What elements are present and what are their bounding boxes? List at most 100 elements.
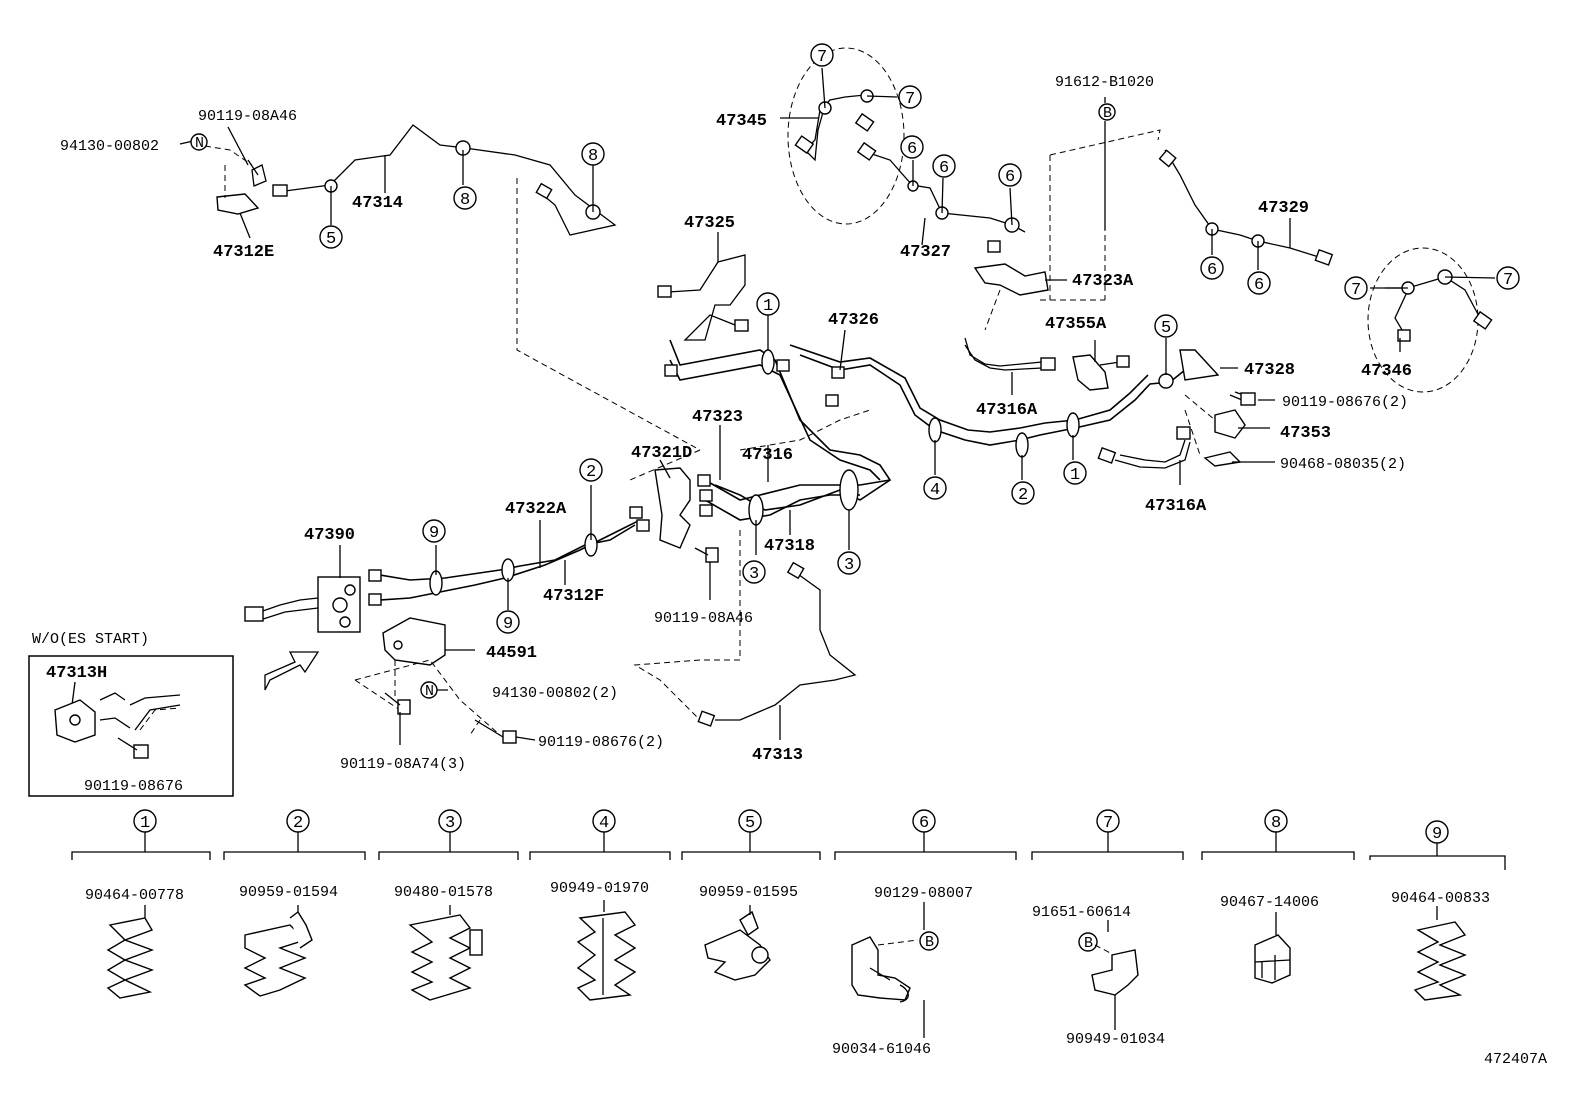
clamp-2-drawing <box>243 910 313 997</box>
callout-6-b: 6 <box>939 159 949 178</box>
callout-7-b: 7 <box>905 90 915 109</box>
inset-part-47313H: 47313H <box>46 664 107 683</box>
callout-2-a: 2 <box>1018 486 1028 505</box>
inset-part-90119-08676: 90119-08676 <box>84 778 183 795</box>
label-47316: 47316 <box>742 446 793 465</box>
inset-title: W/O(ES START) <box>32 631 149 648</box>
callout-4-a: 4 <box>930 481 940 500</box>
legend-part-7: 91651-60614 <box>1032 904 1131 921</box>
legend-part-2: 90959-01594 <box>239 884 338 901</box>
label-47328: 47328 <box>1244 361 1295 380</box>
label-94130-00802-2: 94130-00802(2) <box>492 685 618 702</box>
label-47325: 47325 <box>684 214 735 233</box>
label-94130-00802-top: 94130-00802 <box>60 138 159 155</box>
fitting <box>272 184 288 197</box>
legend-index-5: 5 <box>745 814 755 833</box>
clamp-9-drawing <box>1413 906 1467 1001</box>
callout-6-a: 6 <box>907 140 917 159</box>
bracket-44591 <box>382 617 446 666</box>
label-47346: 47346 <box>1361 362 1412 381</box>
legend-part-3: 90480-01578 <box>394 884 493 901</box>
label-90119-08A46-top: 90119-08A46 <box>198 108 297 125</box>
clamp-legend: 1 2 3 4 5 6 7 8 9 90464-00778 90959-0159… <box>71 809 1506 1058</box>
flow-arrow-icon <box>264 651 320 691</box>
clamp-5-drawing <box>704 910 771 981</box>
legend-part-9: 90464-00833 <box>1391 890 1490 907</box>
legend-part-1: 90464-00778 <box>85 887 184 904</box>
label-47353: 47353 <box>1280 424 1331 443</box>
label-47314: 47314 <box>352 194 403 213</box>
legend-index-6: 6 <box>919 814 929 833</box>
diagram-id: 472407A <box>1484 1051 1547 1068</box>
legend-part-8: 90467-14006 <box>1220 894 1319 911</box>
legend-index-2: 2 <box>293 814 303 833</box>
callout-1-a: 1 <box>763 297 773 316</box>
leader-lines <box>179 67 1496 745</box>
callout-9-b: 9 <box>503 615 513 634</box>
legend-index-9: 9 <box>1432 825 1442 844</box>
callout-6-c: 6 <box>1005 168 1015 187</box>
callout-9-a: 9 <box>429 524 439 543</box>
b-marker-legend-6: B <box>925 934 934 951</box>
clamp-7-drawing: B <box>1078 920 1139 1025</box>
legend-index-7: 7 <box>1103 814 1113 833</box>
b-marker-legend-7: B <box>1084 935 1093 952</box>
label-47316A-left: 47316A <box>976 401 1038 420</box>
part-labels: 90119-08A46 94130-00802 47314 47312E 473… <box>60 74 1412 773</box>
label-47318: 47318 <box>764 537 815 556</box>
label-44591: 44591 <box>486 644 537 663</box>
callout-8-a: 8 <box>460 191 470 210</box>
clamp-1-drawing <box>106 917 155 999</box>
label-47322A: 47322A <box>505 500 567 519</box>
callout-3-a: 3 <box>749 565 759 584</box>
label-90468-08035: 90468-08035(2) <box>1280 456 1406 473</box>
callout-5-b: 5 <box>1161 319 1171 338</box>
bracket-47312E <box>216 193 260 215</box>
legend-part-5: 90959-01595 <box>699 884 798 901</box>
label-47326: 47326 <box>828 311 879 330</box>
legend-index-8: 8 <box>1271 814 1281 833</box>
n-marker-top: N <box>195 135 204 152</box>
label-47323: 47323 <box>692 408 743 427</box>
legend-extra-6: 90034-61046 <box>832 1041 931 1058</box>
label-47312E: 47312E <box>213 243 274 262</box>
label-47323A: 47323A <box>1072 272 1134 291</box>
callout-7-d: 7 <box>1503 271 1513 290</box>
b-marker-top: B <box>1103 105 1112 122</box>
label-90119-08A74: 90119-08A74(3) <box>340 756 466 773</box>
clamp-4-drawing <box>576 911 637 1001</box>
label-47329: 47329 <box>1258 199 1309 218</box>
label-90119-08676-2b: 90119-08676(2) <box>538 734 664 751</box>
label-47355A: 47355A <box>1045 315 1107 334</box>
label-47312F: 47312F <box>543 587 604 606</box>
callout-7-a: 7 <box>817 48 827 67</box>
label-47316A-right: 47316A <box>1145 497 1207 516</box>
label-90119-08A46-mid: 90119-08A46 <box>654 610 753 627</box>
label-47313: 47313 <box>752 746 803 765</box>
markers: N N B <box>190 103 1116 700</box>
callout-6-d: 6 <box>1207 261 1217 280</box>
legend-index-4: 4 <box>599 814 609 833</box>
legend-index-1: 1 <box>140 814 150 833</box>
label-47327: 47327 <box>900 243 951 262</box>
legend-extra-7: 90949-01034 <box>1066 1031 1165 1048</box>
diagram-callouts: 5 8 8 7 7 6 6 6 6 6 7 7 1 5 4 2 1 2 9 9 … <box>319 43 1520 634</box>
callout-6-e: 6 <box>1254 276 1264 295</box>
legend-index-3: 3 <box>445 814 455 833</box>
callout-1-b: 1 <box>1070 466 1080 485</box>
label-90119-08676-2a: 90119-08676(2) <box>1282 394 1408 411</box>
callout-3-b: 3 <box>844 556 854 575</box>
label-91612-B1020: 91612-B1020 <box>1055 74 1154 91</box>
brake-lines <box>204 47 1493 744</box>
callout-5-a: 5 <box>326 230 336 249</box>
callout-2-b: 2 <box>586 463 596 482</box>
label-47345: 47345 <box>716 112 767 131</box>
clamp-3-drawing <box>408 914 483 1001</box>
legend-part-4: 90949-01970 <box>550 880 649 897</box>
callout-8-b: 8 <box>588 147 598 166</box>
clamp-8-drawing <box>1254 934 1291 984</box>
n-marker-mid: N <box>425 683 434 700</box>
label-47390: 47390 <box>304 526 355 545</box>
inset-wo-es-start: W/O(ES START) 47313H 90119-08676 <box>28 631 234 797</box>
